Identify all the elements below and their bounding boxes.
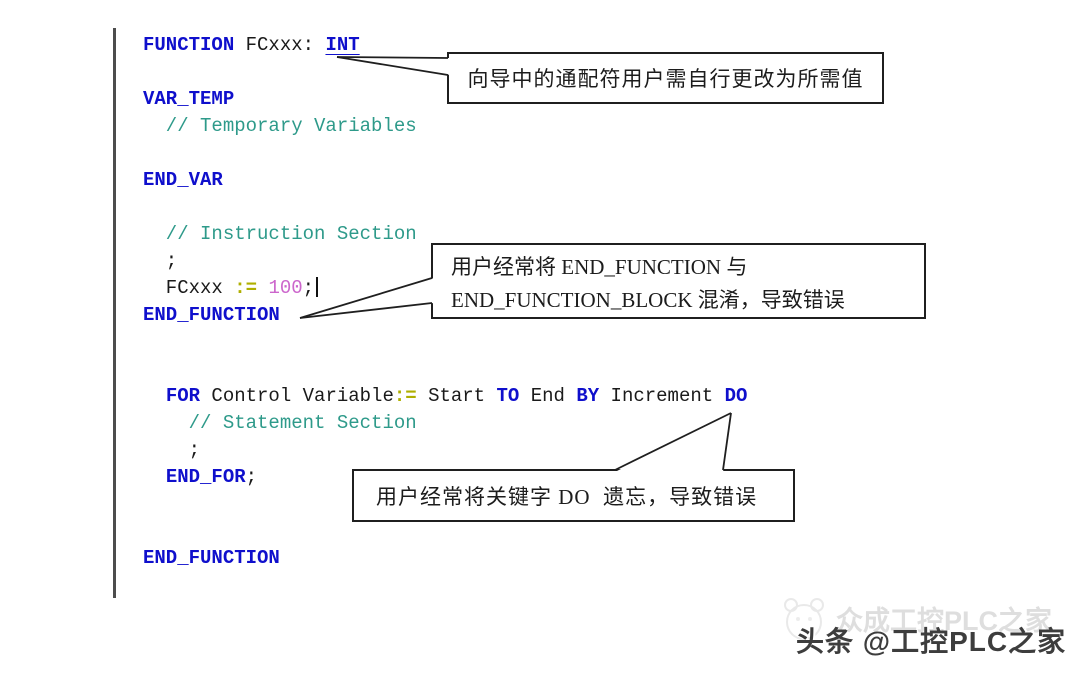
code-token-kw: END_FUNCTION	[143, 304, 280, 326]
code-line: ;	[143, 248, 747, 275]
code-token-plain: ;	[245, 466, 258, 488]
code-line: END_FOR;	[143, 464, 747, 491]
code-line: END_VAR	[143, 167, 747, 194]
code-token-plain: FCxxx	[143, 277, 235, 299]
code-token-kw: END_FOR	[165, 466, 246, 488]
code-token-plain: ;	[143, 439, 201, 461]
code-token-comment: // Instruction Section	[143, 223, 417, 245]
callout-wizard-wildcard: 向导中的通配符用户需自行更改为所需值	[447, 52, 884, 104]
callout-text-line: END_FUNCTION_BLOCK 混淆，导致错误	[451, 288, 845, 312]
code-line	[143, 329, 747, 356]
watermark-ghost-text: 众成工控PLC之家	[836, 606, 1052, 636]
code-line	[143, 356, 747, 383]
code-token-kw: END_FUNCTION	[143, 547, 280, 569]
code-token-kw: END_VAR	[143, 169, 223, 191]
callout-end-function-confusion: 用户经常将 END_FUNCTION 与 END_FUNCTION_BLOCK …	[431, 243, 926, 319]
code-token-op: :=	[234, 277, 269, 299]
code-token-op: :=	[393, 385, 429, 407]
code-token-plain: ;	[302, 277, 315, 299]
editor-margin-rule	[113, 28, 116, 598]
callout-do-keyword-forgotten: 用户经常将关键字 DO 遗忘，导致错误	[352, 469, 795, 522]
callout-text: 向导中的通配符用户需自行更改为所需值	[467, 67, 864, 91]
code-token-plain: FCxxx:	[245, 34, 326, 56]
code-editor[interactable]: FUNCTION FCxxx: INT VAR_TEMP // Temporar…	[143, 32, 747, 572]
code-line: // Instruction Section	[143, 221, 747, 248]
text-cursor	[316, 277, 319, 297]
code-token-kw: TO	[496, 385, 531, 407]
code-line	[143, 518, 747, 545]
code-token-kw: FOR	[165, 385, 212, 407]
code-token-kw: FUNCTION	[143, 34, 246, 56]
watermark-main-text: 头条 @工控PLC之家	[796, 626, 1067, 657]
code-token-plain: End	[530, 385, 577, 407]
code-line: // Temporary Variables	[143, 113, 747, 140]
code-token-plain: Increment	[610, 385, 725, 407]
code-token-plain	[143, 385, 166, 407]
code-line: END_FUNCTION	[143, 545, 747, 572]
watermark-logo-icon	[784, 598, 824, 640]
code-line	[143, 194, 747, 221]
code-token-plain: ;	[143, 250, 178, 272]
code-token-comment: // Temporary Variables	[143, 115, 417, 137]
code-line: FUNCTION FCxxx: INT	[143, 32, 747, 59]
code-line: // Statement Section	[143, 410, 747, 437]
code-line	[143, 140, 747, 167]
code-line: ;	[143, 437, 747, 464]
code-token-plain: Control Variable	[211, 385, 394, 407]
callout-text: 用户经常将关键字 DO 遗忘，导致错误	[376, 484, 758, 509]
callout-text-line: 用户经常将 END_FUNCTION 与	[451, 255, 748, 279]
code-token-num: 100	[268, 277, 303, 299]
code-token-plain	[143, 466, 166, 488]
code-line: END_FUNCTION	[143, 302, 747, 329]
code-token-kw: BY	[576, 385, 611, 407]
code-token-comment: // Statement Section	[143, 412, 417, 434]
code-line: FOR Control Variable:= Start TO End BY I…	[143, 383, 748, 410]
code-token-plain: Start	[428, 385, 497, 407]
code-token-kw: VAR_TEMP	[143, 88, 235, 110]
code-token-kwu: INT	[325, 34, 360, 56]
code-token-kw: DO	[724, 385, 748, 407]
code-line: VAR_TEMP	[143, 86, 747, 113]
